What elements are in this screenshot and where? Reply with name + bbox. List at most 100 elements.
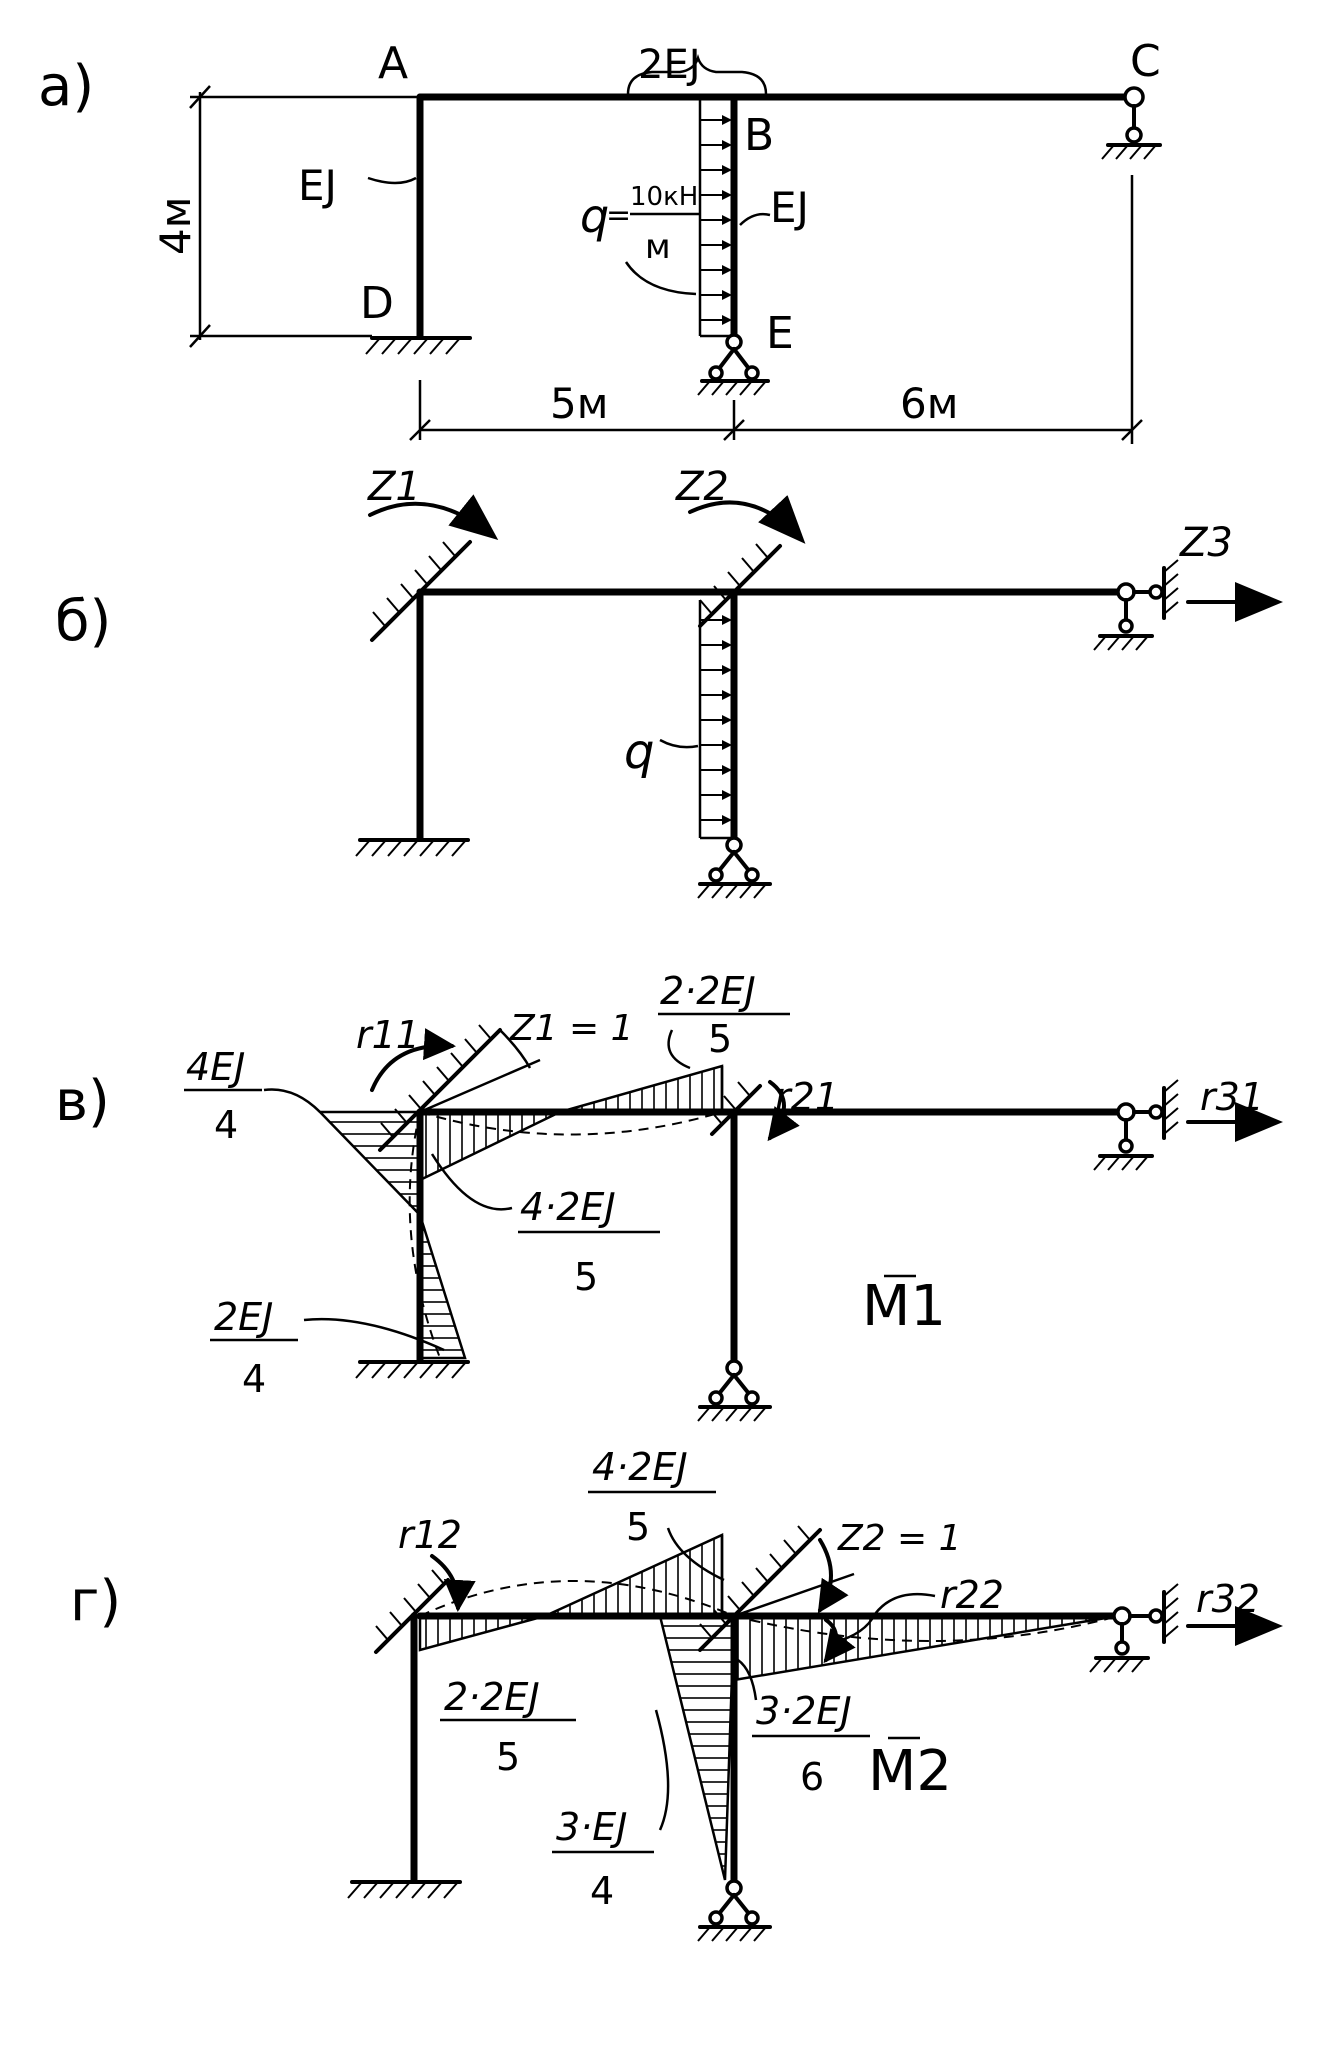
svg-text:3·2EJ: 3·2EJ (756, 1689, 852, 1733)
load-label: q = 10кН м (580, 182, 700, 296)
stiffness-beam-label: 2EJ (638, 42, 701, 88)
unit-rotation-z1: Z1 = 1 (509, 1008, 634, 1049)
reaction-r12: r12 (398, 1513, 476, 1612)
reaction-r11: r11 (356, 1013, 456, 1092)
diagram-name-m2-group: M2 (868, 1736, 952, 1804)
svg-text:2·2EJ: 2·2EJ (444, 1675, 540, 1719)
svg-text:Z1 = 1: Z1 = 1 (509, 1008, 634, 1049)
svg-text:r22: r22 (940, 1573, 1004, 1617)
dimension-span-left-label: 5м (550, 379, 608, 428)
reaction-r31: r31 (1186, 1075, 1283, 1142)
roller-restraint-c (1093, 1079, 1179, 1171)
ordinate-top-left: 4EJ 4 (184, 1045, 321, 1147)
diagram-name-m1: M1 (862, 1274, 946, 1339)
svg-text:6: 6 (800, 1755, 824, 1799)
stiffness-column-left-leader (367, 176, 417, 185)
unknown-z2: Z2 (675, 464, 806, 544)
pin-support-c2 (697, 1359, 772, 1422)
distributed-load-b: q (624, 600, 734, 840)
dimension-height-label: 4м (151, 197, 200, 255)
svg-text:r12: r12 (398, 1513, 462, 1557)
unit-rotation-z2: Z2 = 1 (817, 1518, 962, 1614)
svg-text:4·2EJ: 4·2EJ (592, 1445, 688, 1489)
stiffness-column-left-label: EJ (298, 161, 337, 210)
panel-c-label: в) (55, 1069, 110, 1134)
pin-support-b (697, 836, 772, 899)
load-q-unit: м (645, 227, 671, 267)
stiffness-column-mid-label: EJ (770, 183, 809, 232)
svg-text:r11: r11 (356, 1013, 420, 1057)
panel-a: a) (38, 36, 1162, 444)
diagram-name-m2: M2 (868, 1739, 952, 1804)
panel-b-label: б) (55, 589, 111, 654)
ordinate-d-beam-at-b: 4·2EJ 5 (588, 1445, 725, 1582)
svg-text:3·EJ: 3·EJ (556, 1805, 627, 1849)
node-c-label: C (1130, 36, 1161, 87)
svg-text:r31: r31 (1200, 1075, 1264, 1119)
svg-text:Z3: Z3 (1179, 520, 1233, 566)
svg-text:Z2 = 1: Z2 = 1 (837, 1518, 962, 1559)
clamp-node-a-d (374, 1569, 450, 1654)
svg-text:Z2: Z2 (675, 464, 729, 510)
node-a-label: A (378, 38, 408, 89)
panel-c: в) (55, 969, 1283, 1422)
reaction-r32: r32 (1186, 1577, 1283, 1646)
ordinate-bottom-left: 2EJ 4 (210, 1295, 445, 1401)
pin-support-d (697, 1879, 772, 1942)
dimension-span-right-label: 6м (900, 379, 958, 428)
distributed-load-q (698, 97, 734, 338)
node-b-label: B (744, 110, 774, 161)
panel-d-label: г) (70, 1569, 121, 1634)
fixed-support-b (355, 838, 470, 857)
pin-support-c (1101, 86, 1162, 160)
svg-text:r32: r32 (1196, 1577, 1260, 1621)
fixed-support-c (355, 1360, 470, 1379)
svg-text:4: 4 (590, 1869, 614, 1913)
svg-text:Z1: Z1 (367, 464, 421, 510)
ordinate-beam-at-a: 4·2EJ 5 (430, 1153, 660, 1299)
dimension-spans: 5м 6м (409, 175, 1143, 444)
ordinate-d-beam-at-a: 2·2EJ 5 (440, 1675, 576, 1779)
stiffness-column-mid-leader (739, 212, 771, 226)
roller-restraint-d (1089, 1583, 1179, 1673)
svg-text:=: = (606, 198, 631, 233)
node-d-label: D (360, 278, 394, 329)
panel-a-label: a) (38, 54, 94, 119)
svg-text:4EJ: 4EJ (186, 1045, 245, 1089)
panel-b: б) q (55, 464, 1283, 899)
reaction-r22: r22 (823, 1573, 1004, 1664)
svg-text:5: 5 (574, 1255, 598, 1299)
svg-text:2·2EJ: 2·2EJ (660, 969, 756, 1013)
unknown-z3: Z3 (1179, 520, 1283, 622)
node-e-label: E (766, 308, 794, 359)
clamp-node-b-b (698, 543, 782, 628)
pin-support-e (697, 333, 770, 396)
ordinate-d-column: 3·EJ 4 (552, 1709, 670, 1913)
svg-text:5: 5 (626, 1505, 650, 1549)
fixed-support-d (365, 336, 472, 355)
svg-text:2EJ: 2EJ (214, 1295, 273, 1339)
ordinate-beam-at-b: 2·2EJ 5 (658, 969, 790, 1070)
load-q-value: 10кН (630, 182, 698, 212)
clamp-node-a-b (370, 540, 472, 642)
svg-text:4: 4 (214, 1103, 238, 1147)
fixed-support-d2 (347, 1880, 462, 1899)
load-label-b: q (624, 724, 654, 780)
panel-d: г) (70, 1445, 1283, 1942)
unknown-z1: Z1 (367, 464, 499, 541)
svg-text:4: 4 (242, 1357, 266, 1401)
svg-text:r21: r21 (775, 1075, 839, 1119)
dimension-height: 4м (151, 85, 420, 348)
svg-text:5: 5 (496, 1735, 520, 1779)
load-q-symbol: q (580, 189, 609, 243)
svg-text:4·2EJ: 4·2EJ (520, 1185, 616, 1229)
stiffness-brace (626, 54, 768, 95)
clamp-node-b-c (709, 1081, 762, 1136)
clamp-node-a-c (378, 1024, 541, 1152)
roller-restraint-b (1093, 559, 1179, 651)
reaction-r21: r21 (767, 1075, 839, 1142)
ordinate-d-beam-right: 3·2EJ 6 (737, 1658, 870, 1799)
svg-text:5: 5 (708, 1017, 732, 1061)
